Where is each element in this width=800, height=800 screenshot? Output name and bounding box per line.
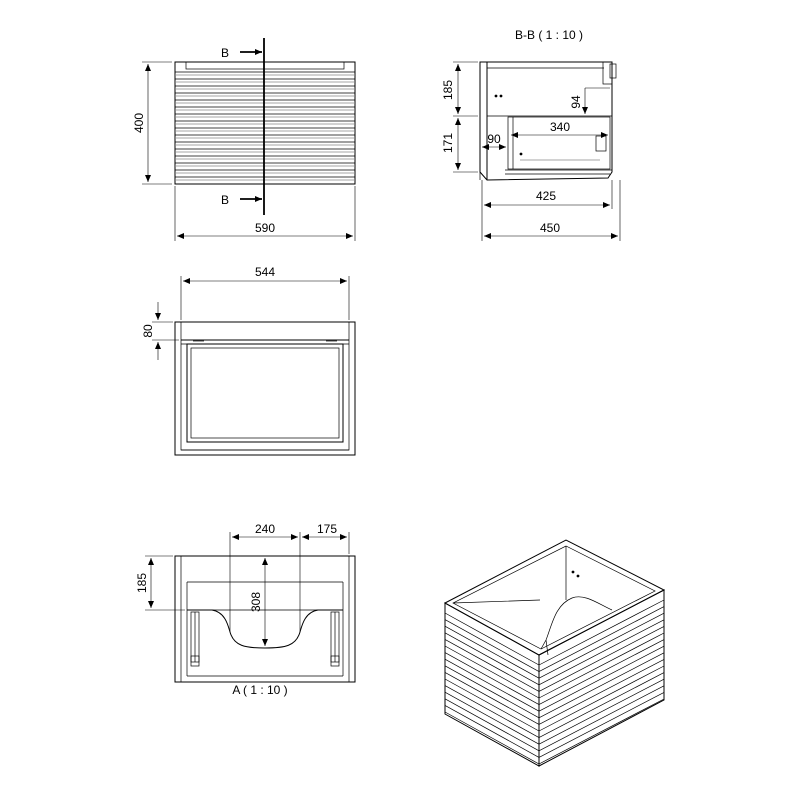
drawer-width-value: 544 (255, 265, 275, 279)
front-height-value: 400 (132, 113, 146, 133)
section-drawer (507, 116, 611, 170)
plan-dim-185: 185 (135, 573, 149, 593)
front-width-value: 590 (255, 221, 275, 235)
section-bb-view: B-B ( 1 : 10 ) 185 171 94 (441, 28, 621, 241)
plan-cutout-profile (187, 609, 343, 649)
section-bb-title: B-B ( 1 : 10 ) (515, 28, 583, 42)
section-dim-90: 90 (487, 132, 501, 146)
plan-view-a: 240 175 185 308 A ( 1 : 10 ) (135, 522, 356, 697)
section-marker-bottom: B (221, 193, 229, 207)
drawer-height-value: 80 (141, 324, 155, 338)
front-top-lip (185, 61, 345, 70)
plan-view-title: A ( 1 : 10 ) (232, 683, 287, 697)
plan-dim-308: 308 (249, 592, 263, 612)
section-dim-171: 171 (441, 133, 455, 153)
section-dim-450: 450 (540, 221, 560, 235)
drawer-outer-outline (174, 321, 356, 456)
section-dim-340: 340 (550, 120, 570, 134)
plan-dim-175: 175 (317, 522, 337, 536)
plan-dim-240: 240 (255, 522, 275, 536)
drawer-view: 544 80 (141, 265, 356, 456)
section-dim-185: 185 (441, 80, 455, 100)
isometric-view (443, 539, 666, 767)
front-view: B B 400 590 (132, 38, 356, 241)
section-outer-profile (479, 61, 613, 181)
iso-top-rim (443, 539, 666, 656)
section-marker-top: B (221, 46, 229, 60)
iso-slats (444, 599, 665, 765)
drawer-box (186, 343, 344, 443)
section-dim-425: 425 (536, 189, 556, 203)
front-slats (175, 71, 355, 181)
section-dim-94: 94 (569, 95, 583, 109)
